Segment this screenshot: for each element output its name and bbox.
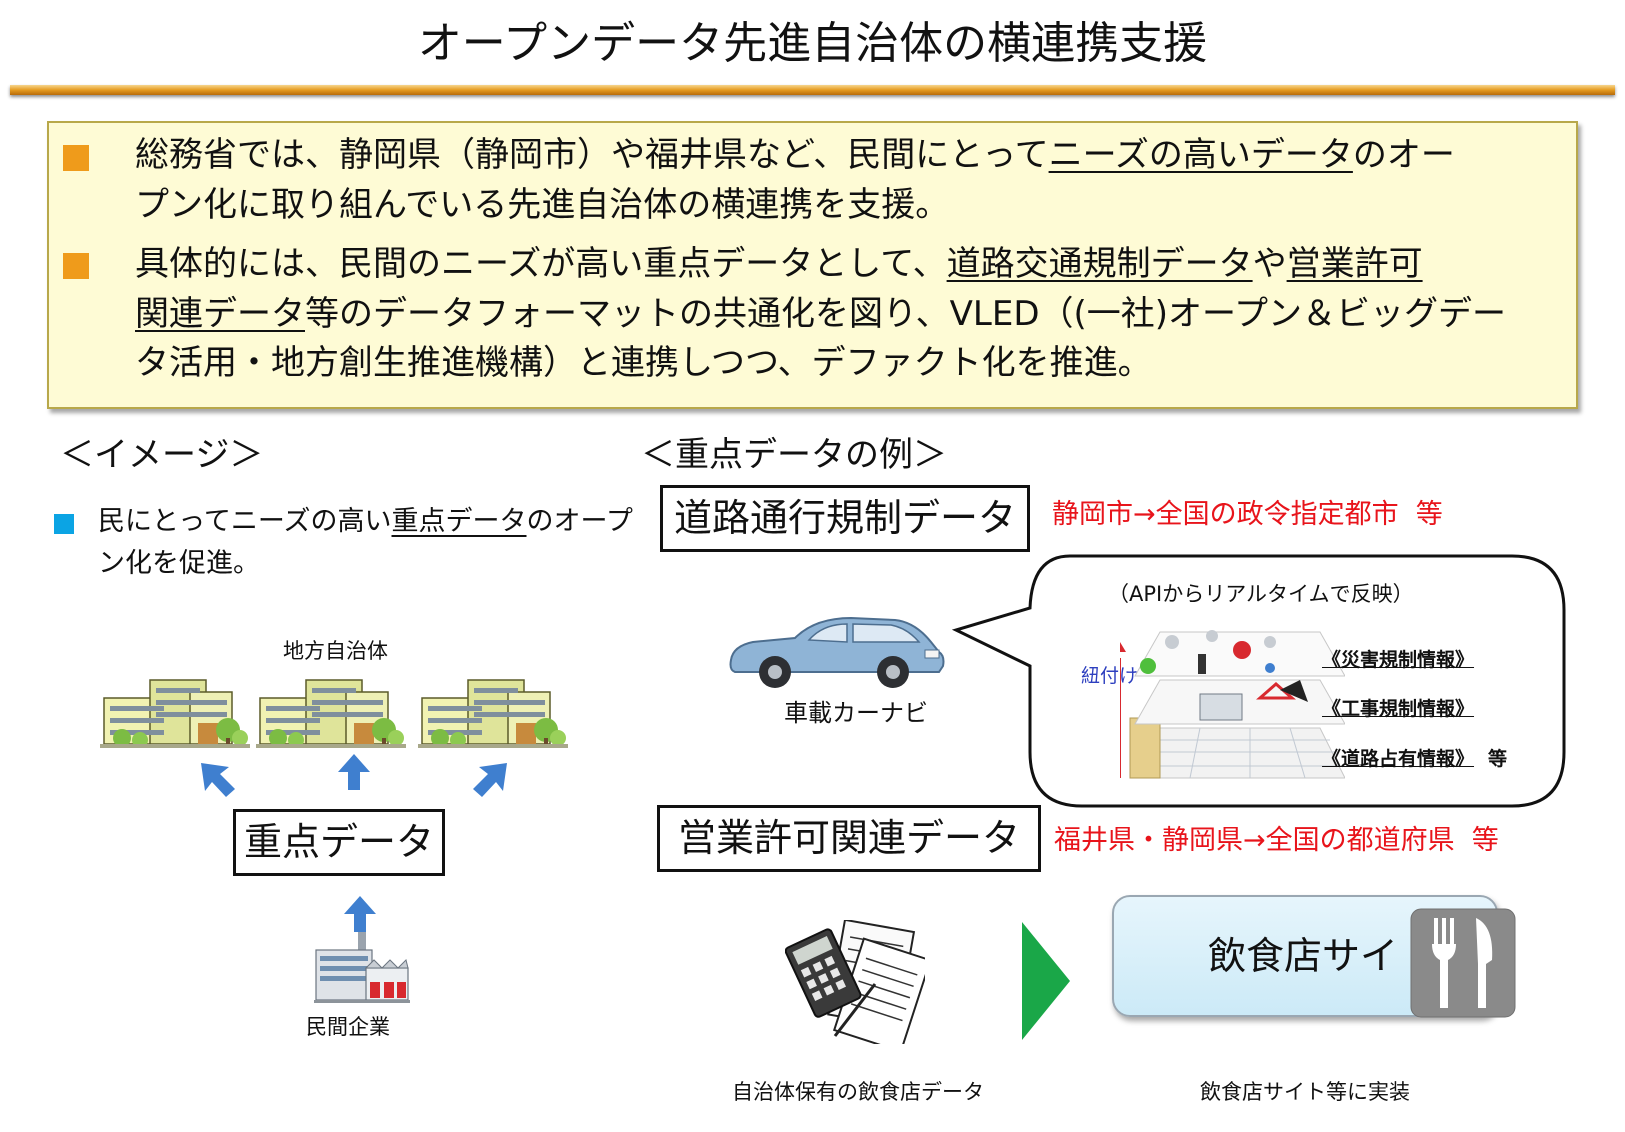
source-data-label: 自治体保有の飲食店データ xyxy=(732,1080,984,1104)
car-navi-label: 車載カーナビ xyxy=(784,699,928,727)
summary-bullet-2-line-3: タ活用・地方創生推進機構）と連携しつつ、デファクト化を推進。 xyxy=(135,343,1152,383)
road-regulation-box: 道路通行規制データ xyxy=(660,485,1030,552)
summary-bullet-2-line-1: 具体的には、民間のニーズが高い重点データとして、道路交通規制データや営業許可 xyxy=(135,244,1423,284)
road-scope-text: 静岡市→全国の政令指定都市 等 xyxy=(1052,499,1443,530)
core-data-box: 重点データ xyxy=(233,809,445,876)
page-title: オープンデータ先進自治体の横連携支援 xyxy=(417,18,1208,69)
title-divider xyxy=(10,85,1615,95)
implementation-label: 飲食店サイト等に実装 xyxy=(1200,1080,1410,1104)
municipal-building-icon xyxy=(256,679,406,748)
restaurant-site-label: 飲食店サイト xyxy=(1208,934,1437,978)
api-note: （APIからリアルタイムで反映） xyxy=(1108,582,1414,606)
calculator-documents-icon xyxy=(785,920,925,1044)
summary-bullet-1-line-1: 総務省では、静岡県（静岡市）や福井県など、民間にとってニーズの高いデータのオー xyxy=(135,135,1455,175)
examples-heading: ＜重点データの例＞ xyxy=(641,435,947,475)
image-heading: ＜イメージ＞ xyxy=(60,435,264,475)
summary-bullet-1-icon xyxy=(63,145,89,171)
arrow-up-icon xyxy=(338,754,370,790)
company-label: 民間企業 xyxy=(306,1015,390,1039)
arrow-up-left-icon xyxy=(201,763,235,797)
municipal-building-icon xyxy=(100,679,250,748)
link-label: 紐付け xyxy=(1081,665,1139,687)
business-scope-text: 福井県・静岡県→全国の都道府県 等 xyxy=(1054,825,1499,856)
layered-map-icon xyxy=(1120,630,1345,779)
arrow-up-right-icon xyxy=(473,763,507,797)
image-bullet-line-1: 民にとってニーズの高い重点データのオープ xyxy=(98,506,633,537)
summary-bullet-1-line-2: プン化に取り組んでいる先進自治体の横連携を支援。 xyxy=(135,185,950,225)
fork-knife-icon xyxy=(1410,908,1516,1018)
disaster-regulation-info: 《災害規制情報》 xyxy=(1322,649,1475,671)
business-permit-box: 営業許可関連データ xyxy=(657,805,1041,872)
image-bullet-icon xyxy=(54,514,74,534)
car-icon xyxy=(729,616,945,688)
local-gov-label: 地方自治体 xyxy=(283,639,388,663)
factory-icon xyxy=(314,932,410,1003)
municipal-building-icon xyxy=(418,679,568,748)
construction-regulation-info: 《工事規制情報》 xyxy=(1322,698,1475,720)
summary-bullet-2-icon xyxy=(63,253,89,279)
image-bullet-line-2: ン化を促進。 xyxy=(98,548,260,579)
arrow-up-icon xyxy=(344,896,376,932)
road-occupancy-info: 《道路占有情報》 xyxy=(1322,748,1475,770)
flow-arrow-icon xyxy=(1022,922,1070,1040)
summary-bullet-2-line-2: 関連データ等のデータフォーマットの共通化を図り、VLED（(一社)オープン＆ビッ… xyxy=(135,294,1506,334)
info-etc: 等 xyxy=(1488,748,1508,770)
summary-box xyxy=(47,121,1578,409)
